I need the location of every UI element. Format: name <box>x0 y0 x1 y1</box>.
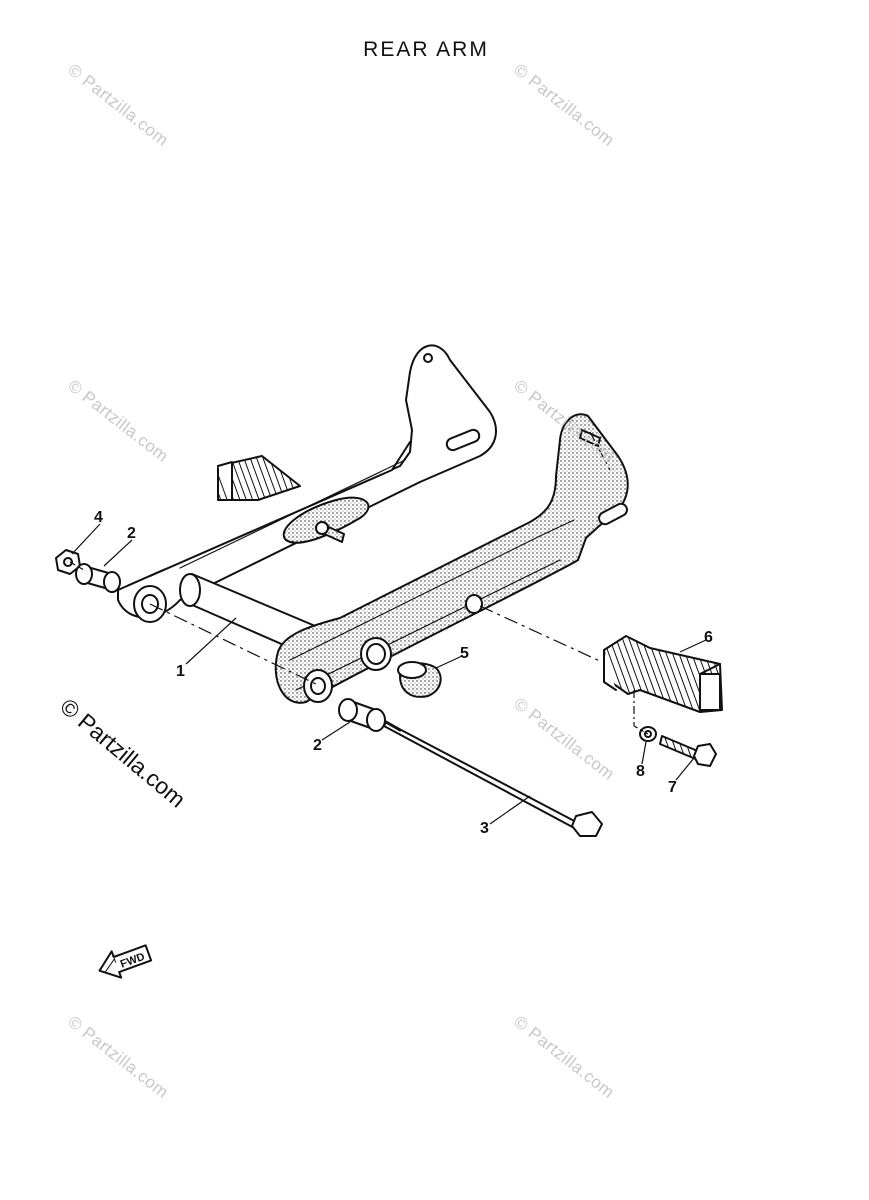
callout-6: 6 <box>704 629 713 646</box>
callout-5: 5 <box>460 645 469 662</box>
page-title: REAR ARM <box>363 38 489 61</box>
callout-7: 7 <box>668 779 677 796</box>
footrest-left <box>217 455 301 501</box>
bolt-3 <box>383 720 603 837</box>
footrest-6 <box>603 635 723 713</box>
cap-5 <box>397 661 442 698</box>
collar-2-upper <box>75 563 121 593</box>
callout-3: 3 <box>480 820 489 837</box>
callout-8: 8 <box>636 763 645 780</box>
callout-1: 1 <box>176 663 185 680</box>
bolt-7 <box>659 735 717 767</box>
callout-4: 4 <box>94 509 103 526</box>
stud-left <box>315 521 345 543</box>
collar-2-lower <box>338 698 386 732</box>
callout-2-upper: 2 <box>127 525 136 542</box>
fwd-arrow-icon: FWD <box>98 944 153 979</box>
rear-arm-right <box>274 413 629 704</box>
callout-2-lower: 2 <box>313 737 322 754</box>
